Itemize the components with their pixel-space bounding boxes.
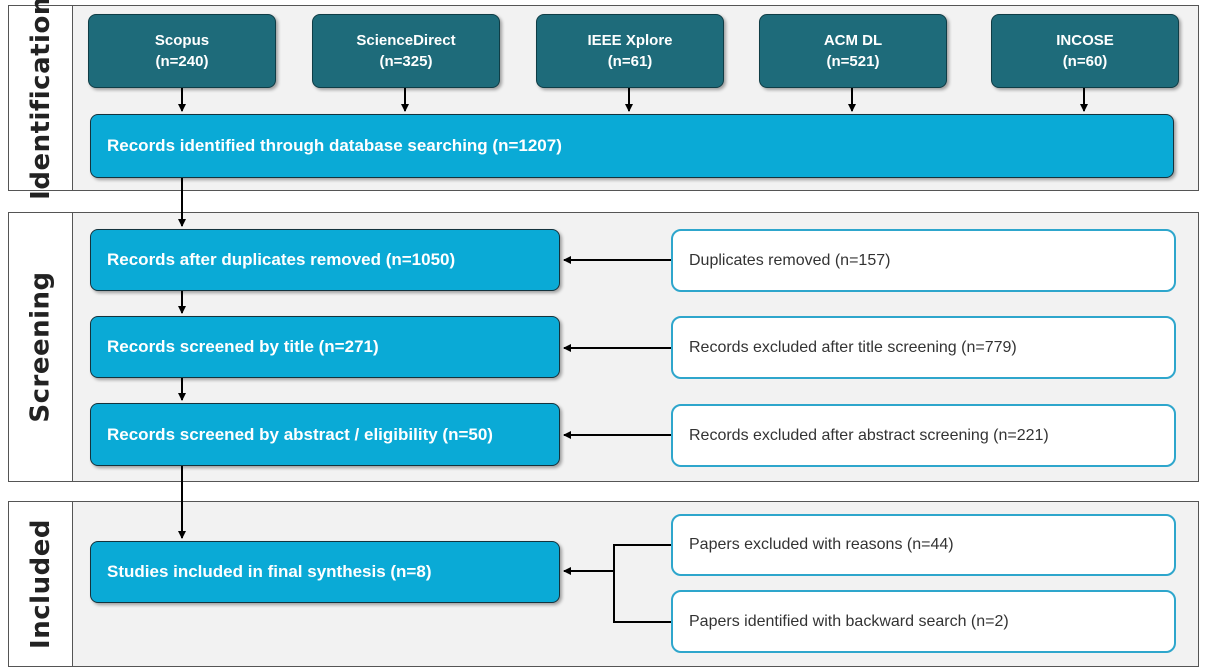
records-identified-box: Records identified through database sear…	[90, 114, 1174, 178]
after-duplicates-box: Records after duplicates removed (n=1050…	[90, 229, 560, 291]
final-synthesis-label: Studies included in final synthesis (n=8…	[107, 562, 432, 581]
identification-tab: Identification	[9, 0, 73, 200]
source-name: ScienceDirect	[356, 32, 456, 49]
records-identified-label: Records identified through database sear…	[107, 136, 562, 155]
included-label: Included	[25, 519, 56, 649]
included-tab: Included	[9, 502, 73, 666]
source-name: IEEE Xplore	[587, 32, 673, 49]
source-count: (n=240)	[155, 53, 209, 70]
excluded-title-box: Records excluded after title screening (…	[671, 316, 1176, 379]
source-ieee-xplore: IEEE Xplore (n=61)	[536, 14, 724, 88]
source-name: Scopus	[154, 32, 210, 49]
final-synthesis-box: Studies included in final synthesis (n=8…	[90, 541, 560, 603]
source-incose: INCOSE (n=60)	[991, 14, 1179, 88]
duplicates-removed-box: Duplicates removed (n=157)	[671, 229, 1176, 292]
source-acm-dl: ACM DL (n=521)	[759, 14, 947, 88]
screened-abstract-label: Records screened by abstract / eligibili…	[107, 424, 493, 444]
excluded-reasons-box: Papers excluded with reasons (n=44)	[671, 514, 1176, 576]
backward-search-box: Papers identified with backward search (…	[671, 590, 1176, 653]
source-scopus: Scopus (n=240)	[88, 14, 276, 88]
source-sciencedirect: ScienceDirect (n=325)	[312, 14, 500, 88]
screened-title-label: Records screened by title (n=271)	[107, 337, 379, 356]
identification-label: Identification	[25, 0, 56, 200]
after-duplicates-label: Records after duplicates removed (n=1050…	[107, 250, 456, 269]
excluded-reasons-label: Papers excluded with reasons (n=44)	[689, 536, 954, 553]
source-name: INCOSE	[1056, 32, 1114, 49]
excluded-abstract-label: Records excluded after abstract screenin…	[689, 426, 1049, 444]
source-count: (n=61)	[607, 53, 653, 70]
excluded-title-label: Records excluded after title screening (…	[689, 338, 1017, 356]
backward-search-label: Papers identified with backward search (…	[689, 612, 1009, 630]
source-count: (n=521)	[826, 53, 880, 70]
source-count: (n=325)	[379, 53, 433, 70]
screening-label: Screening	[25, 271, 56, 423]
source-name: ACM DL	[823, 32, 883, 49]
duplicates-removed-label: Duplicates removed (n=157)	[689, 251, 891, 269]
screened-abstract-box: Records screened by abstract / eligibili…	[90, 403, 560, 466]
excluded-abstract-box: Records excluded after abstract screenin…	[671, 404, 1176, 467]
screening-tab: Screening	[9, 213, 73, 481]
source-count: (n=60)	[1062, 53, 1108, 70]
screened-title-box: Records screened by title (n=271)	[90, 316, 560, 378]
